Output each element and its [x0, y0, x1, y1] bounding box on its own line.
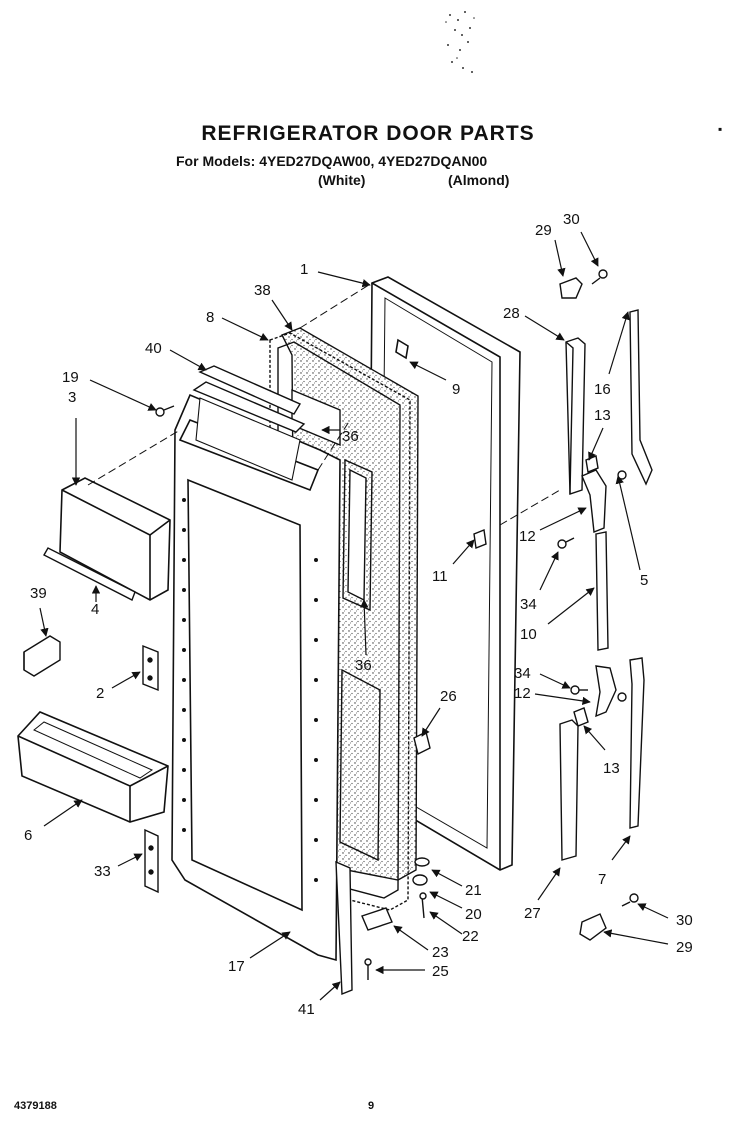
- shelf-hinge-plate: [142, 644, 159, 692]
- inner-door-liner: [171, 393, 341, 962]
- door-shelf-bin: [17, 711, 169, 823]
- callout-13-lower: 13: [603, 760, 620, 777]
- callout-1: 1: [300, 261, 308, 278]
- door-top-cap: [192, 365, 306, 433]
- callout-7: 7: [598, 871, 606, 888]
- callout-34-upper: 34: [520, 596, 537, 613]
- callout-22: 22: [462, 928, 479, 945]
- callout-9: 9: [452, 381, 460, 398]
- upper-handle-bracket: [581, 455, 607, 533]
- callout-2: 2: [96, 685, 104, 702]
- models-line: For Models: 4YED27DQAW00, 4YED27DQAN00: [176, 153, 488, 169]
- callout-12-upper: 12: [519, 528, 536, 545]
- callout-36-upper: 36: [342, 428, 359, 445]
- dairy-bracket: [23, 635, 61, 677]
- assembly-dashed-lines: [87, 282, 561, 526]
- callout-33: 33: [94, 863, 111, 880]
- dairy-door-part: [59, 477, 171, 601]
- callout-4: 4: [91, 601, 99, 618]
- callout-39: 39: [30, 585, 47, 602]
- callout-8: 8: [206, 309, 214, 326]
- upper-end-cap: [559, 277, 583, 299]
- lower-handle-bracket: [573, 665, 617, 727]
- handle-bar: [595, 531, 609, 651]
- corner-mark: ▪: [718, 122, 723, 136]
- lower-screw: [621, 893, 639, 907]
- callout-11: 11: [432, 568, 448, 585]
- callout-40: 40: [145, 340, 162, 357]
- callout-20: 20: [465, 906, 482, 923]
- callout-41: 41: [298, 1001, 315, 1018]
- callout-30-lower: 30: [676, 912, 693, 929]
- callout-16: 16: [594, 381, 611, 398]
- top-speckle-mark: [445, 11, 475, 73]
- lower-handle: [629, 657, 645, 829]
- lower-handle-strip: [559, 719, 579, 861]
- dairy-door-trim: [43, 547, 136, 601]
- lower-hinge-plate: [144, 828, 159, 894]
- upper-handle-strip: [565, 337, 586, 495]
- callout-27: 27: [524, 905, 541, 922]
- diagram-title: REFRIGERATOR DOOR PARTS: [201, 122, 535, 145]
- callout-29-lower: 29: [676, 939, 693, 956]
- upper-screw: [591, 269, 608, 285]
- callout-34-lower: 34: [514, 665, 531, 682]
- callout-10: 10: [520, 626, 537, 643]
- liner-shelf-dots: [182, 498, 318, 882]
- variant-white: (White): [318, 172, 366, 188]
- callout-labels: 1 38 8 40 19 3 36 9 28 29 30 16 13 12 11…: [24, 211, 693, 1018]
- callout-38: 38: [254, 282, 271, 299]
- door-clip: [473, 529, 487, 549]
- callout-3: 3: [68, 389, 76, 406]
- leader-arrows: [39, 231, 669, 1001]
- callout-36-lower: 36: [355, 657, 372, 674]
- page-number: 9: [368, 1100, 375, 1112]
- callout-23: 23: [432, 944, 449, 961]
- callout-19: 19: [62, 369, 79, 386]
- callout-29-upper: 29: [535, 222, 552, 239]
- callout-6: 6: [24, 827, 32, 844]
- small-screws: [155, 405, 627, 702]
- document-number: 4379188: [14, 1100, 57, 1112]
- lower-end-cap: [579, 913, 607, 941]
- callout-30-upper: 30: [563, 211, 580, 228]
- variant-almond: (Almond): [448, 172, 510, 188]
- breaker-strip: [335, 860, 353, 996]
- callout-25: 25: [432, 963, 449, 980]
- callout-26: 26: [440, 688, 457, 705]
- upper-handle: [629, 309, 653, 486]
- callout-28: 28: [503, 305, 520, 322]
- callout-12-lower: 12: [514, 685, 531, 702]
- callout-17: 17: [228, 958, 245, 975]
- bottom-hinge-hardware: [361, 857, 430, 980]
- callout-21: 21: [465, 882, 482, 899]
- callout-13-upper: 13: [594, 407, 611, 424]
- callout-5: 5: [640, 572, 648, 589]
